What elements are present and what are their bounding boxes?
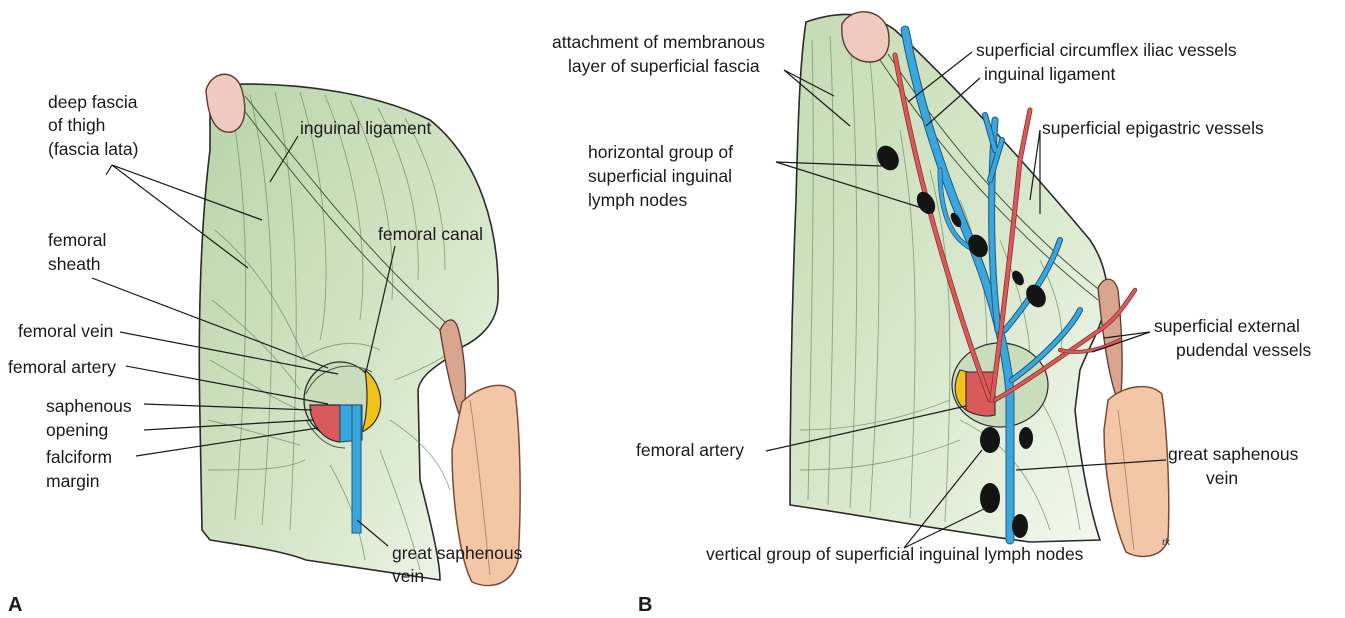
label-inguinal-ligament-a: inguinal ligament [300, 118, 431, 138]
artist-signature: tk [1162, 536, 1171, 548]
lymph-node-vertical [980, 427, 1000, 453]
panel-letter-b: B [638, 594, 652, 616]
label-horizontal-3: lymph nodes [588, 190, 687, 210]
label-falciform-margin-2: margin [46, 471, 100, 491]
label-great-saphenous-a-1: great saphenous [392, 543, 523, 563]
label-great-saphenous-b-1: great saphenous [1168, 444, 1299, 464]
panel-letter-a: A [8, 594, 22, 616]
label-deep-fascia-1: deep fascia [48, 92, 138, 112]
label-femoral-sheath-2: sheath [48, 254, 101, 274]
label-horizontal-2: superficial inguinal [588, 166, 732, 186]
label-femoral-sheath-1: femoral [48, 230, 106, 250]
lymph-node-vertical [1012, 514, 1028, 538]
label-great-saphenous-b-2: vein [1206, 468, 1238, 488]
label-femoral-vein-a: femoral vein [18, 321, 113, 341]
label-saphenous-opening-2: opening [46, 420, 108, 440]
scrotum-skin-b [1104, 387, 1169, 557]
label-pudendal-2: pudendal vessels [1176, 340, 1311, 360]
label-horizontal-1: horizontal group of [588, 142, 733, 162]
label-saphenous-opening-1: saphenous [46, 396, 132, 416]
label-attachment-2: layer of superficial fascia [568, 56, 760, 76]
label-femoral-canal: femoral canal [378, 224, 483, 244]
lymph-node-vertical [1019, 427, 1033, 449]
label-inguinal-ligament-b: inguinal ligament [984, 64, 1115, 84]
label-deep-fascia-3: (fascia lata) [48, 139, 138, 159]
label-pudendal-1: superficial external [1154, 316, 1300, 336]
label-circumflex: superficial circumflex iliac vessels [976, 40, 1237, 60]
label-femoral-artery-a: femoral artery [8, 357, 116, 377]
label-attachment-1: attachment of membranous [552, 32, 765, 52]
great-saphenous-vein-a [352, 405, 361, 533]
label-epigastric: superficial epigastric vessels [1042, 118, 1264, 138]
label-falciform-margin-1: falciform [46, 447, 112, 467]
label-vertical-group: vertical group of superficial inguinal l… [706, 544, 1084, 564]
label-femoral-artery-b: femoral artery [636, 440, 744, 460]
label-great-saphenous-a-2: vein [392, 566, 424, 586]
lymph-node-vertical [980, 483, 1000, 513]
label-deep-fascia-2: of thigh [48, 115, 105, 135]
panel-b: attachment of membranous layer of superf… [552, 12, 1311, 616]
panel-a: deep fascia of thigh (fascia lata) ingui… [8, 74, 523, 616]
